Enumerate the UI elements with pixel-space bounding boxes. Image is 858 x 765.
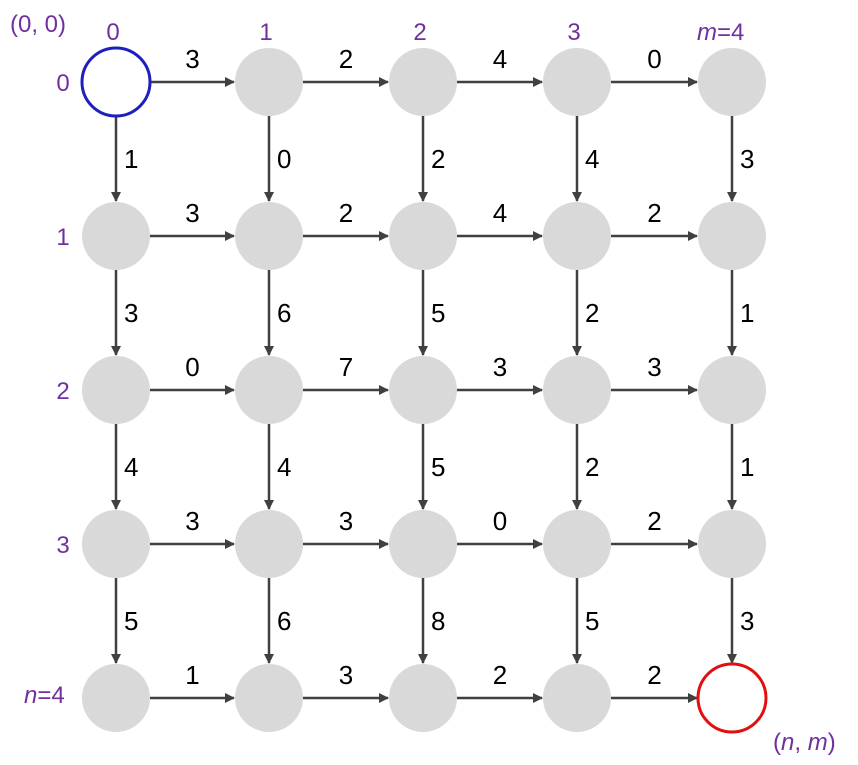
- sink-sep: ,: [794, 729, 807, 756]
- node-2-2: [389, 356, 457, 424]
- node-3-1: [235, 510, 303, 578]
- node-2-1: [235, 356, 303, 424]
- weight-v-2-3: 2: [585, 452, 599, 482]
- weight-v-1-4: 1: [740, 298, 754, 328]
- weight-label-layer: 3 2 4 0 3 2 4 2 0 7 3 3 3 3 0 2 1 3 2 2 1 0 2 4 3 3 6 5 2 1 4 4 5 2 1 5 6 8 5 3: [124, 44, 754, 690]
- weight-v-3-0: 5: [124, 606, 138, 636]
- node-1-0: [82, 202, 150, 270]
- weight-v-1-1: 6: [277, 298, 291, 328]
- weight-v-3-3: 5: [585, 606, 599, 636]
- weight-h-2-2: 3: [493, 352, 507, 382]
- weight-v-0-1: 0: [277, 144, 291, 174]
- node-4-3: [543, 664, 611, 732]
- weight-v-3-2: 8: [431, 606, 445, 636]
- node-2-4: [698, 356, 766, 424]
- node-3-3: [543, 510, 611, 578]
- node-4-2: [389, 664, 457, 732]
- node-3-4: [698, 510, 766, 578]
- node-3-0: [82, 510, 150, 578]
- row-label-2: 2: [56, 378, 69, 405]
- weight-h-1-2: 4: [493, 198, 507, 228]
- column-m-var: m: [697, 19, 717, 46]
- row-label-0: 0: [56, 70, 69, 97]
- weight-v-1-3: 2: [585, 298, 599, 328]
- source-node: [80, 46, 152, 118]
- column-m-eq: =4: [717, 19, 744, 46]
- weight-h-0-0: 3: [185, 44, 199, 74]
- node-4-1: [235, 664, 303, 732]
- node-1-4: [698, 202, 766, 270]
- weight-h-4-0: 1: [185, 660, 199, 690]
- weight-h-1-0: 3: [185, 198, 199, 228]
- row-label-n: n=4: [24, 682, 65, 709]
- edge-layer: [111, 77, 737, 703]
- node-1-1: [235, 202, 303, 270]
- weight-h-3-2: 0: [493, 506, 507, 536]
- weight-v-0-2: 2: [431, 144, 445, 174]
- weight-v-0-0: 1: [124, 144, 138, 174]
- weight-h-0-2: 4: [493, 44, 507, 74]
- node-0-3: [543, 48, 611, 116]
- node-layer: [80, 46, 768, 734]
- node-3-2: [389, 510, 457, 578]
- weight-h-3-3: 2: [647, 506, 661, 536]
- row-label-3: 3: [56, 532, 69, 559]
- node-4-0: [82, 664, 150, 732]
- row-n-eq: =4: [37, 682, 64, 709]
- weight-h-0-3: 0: [647, 44, 661, 74]
- row-label-1: 1: [56, 224, 69, 251]
- node-0-2: [389, 48, 457, 116]
- weight-v-2-0: 4: [124, 452, 138, 482]
- node-2-3: [543, 356, 611, 424]
- column-label-0: 0: [106, 19, 119, 46]
- weight-v-2-4: 1: [740, 452, 754, 482]
- column-label-1: 1: [259, 19, 272, 46]
- node-0-4: [698, 48, 766, 116]
- column-label-m: m=4: [697, 19, 744, 46]
- weight-h-0-1: 2: [339, 44, 353, 74]
- weight-h-4-2: 2: [493, 660, 507, 690]
- column-label-3: 3: [567, 19, 580, 46]
- weight-v-3-4: 3: [740, 606, 754, 636]
- weight-h-1-3: 2: [647, 198, 661, 228]
- weight-v-2-1: 4: [277, 452, 291, 482]
- weight-h-3-0: 3: [185, 506, 199, 536]
- weight-h-2-0: 0: [185, 352, 199, 382]
- node-2-0: [82, 356, 150, 424]
- node-1-3: [543, 202, 611, 270]
- node-1-2: [389, 202, 457, 270]
- weight-v-1-2: 5: [431, 298, 445, 328]
- sink-suffix: ): [828, 729, 836, 756]
- weight-h-2-3: 3: [647, 352, 661, 382]
- column-label-2: 2: [413, 19, 426, 46]
- node-0-1: [235, 48, 303, 116]
- weight-v-3-1: 6: [277, 606, 291, 636]
- weight-h-2-1: 7: [339, 352, 353, 382]
- weight-v-0-4: 3: [740, 144, 754, 174]
- sink-prefix: (: [773, 729, 781, 756]
- weight-h-3-1: 3: [339, 506, 353, 536]
- sink-label: (n, m): [773, 729, 836, 756]
- weight-h-1-1: 2: [339, 198, 353, 228]
- weight-v-2-2: 5: [431, 452, 445, 482]
- weight-h-4-3: 2: [647, 660, 661, 690]
- weight-v-0-3: 4: [585, 144, 599, 174]
- origin-label: (0, 0): [10, 11, 66, 38]
- sink-m: m: [808, 729, 828, 756]
- weight-v-1-0: 3: [124, 298, 138, 328]
- sink-node: [696, 662, 768, 734]
- weight-h-4-1: 3: [339, 660, 353, 690]
- row-n-var: n: [24, 682, 37, 709]
- sink-n: n: [781, 729, 794, 756]
